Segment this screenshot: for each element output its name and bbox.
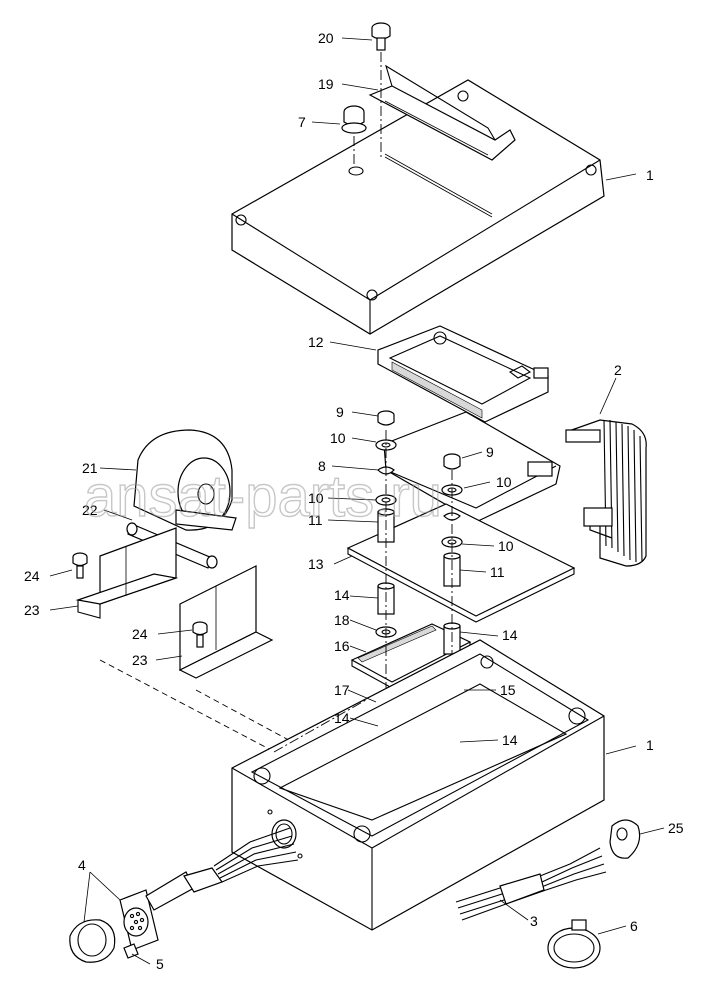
label-plate: [368, 64, 516, 161]
callout-3: 3: [530, 913, 538, 929]
button-7: [341, 105, 367, 134]
callout-2: 2: [614, 362, 622, 378]
leader-lines: [49, 37, 665, 965]
callout-10-d: 10: [498, 538, 514, 554]
callout-20: 20: [318, 30, 334, 46]
watermark: ansat-parts.ru: [84, 464, 442, 529]
screw-24-right: [192, 621, 208, 648]
upper-pcb: [383, 411, 561, 523]
callout-22: 22: [82, 502, 98, 518]
callout-14-d: 14: [502, 732, 518, 748]
callout-10-b: 10: [496, 474, 512, 490]
callout-15: 15: [500, 682, 516, 698]
callout-16: 16: [334, 638, 350, 654]
callout-12: 12: [308, 334, 324, 350]
callout-1-base: 1: [646, 737, 654, 753]
screw-20: [371, 22, 391, 51]
callout-11-left: 11: [308, 512, 323, 528]
clamp-6: [547, 919, 601, 969]
callout-23-right: 23: [132, 652, 148, 668]
callout-25: 25: [668, 820, 684, 836]
callout-14-a: 14: [334, 587, 350, 603]
callout-14-c: 14: [334, 710, 350, 726]
pcb-16: [350, 623, 472, 689]
base-housing: [231, 639, 605, 931]
callout-1-top: 1: [646, 167, 654, 183]
callout-14-b: 14: [502, 627, 518, 643]
callout-13: 13: [308, 556, 324, 572]
wire-harness: [183, 827, 299, 893]
harness-3: [455, 847, 607, 921]
callout-23-left: 23: [24, 602, 40, 618]
lower-pcb-13: [346, 503, 576, 623]
callout-19: 19: [318, 76, 334, 92]
callout-24-left: 24: [24, 568, 40, 584]
grommet-25: [609, 819, 641, 859]
callout-8: 8: [318, 458, 326, 474]
callout-9-left: 9: [336, 404, 344, 420]
callout-17: 17: [334, 682, 350, 698]
paper-roll-21: [133, 429, 237, 531]
callout-18: 18: [334, 612, 350, 628]
callout-6: 6: [630, 918, 638, 934]
ribbon-cable-2: [565, 419, 647, 567]
bracket-23-right: [178, 565, 274, 679]
callout-24-right: 24: [132, 626, 148, 642]
bracket-23-left: [75, 527, 179, 619]
callout-10-c: 10: [308, 490, 324, 506]
callout-10-a: 10: [330, 430, 346, 446]
connector-4: [69, 871, 195, 963]
callout-labels: 20 19 7 1 12 2 9 10 9 8 10 10 11 10 11 1…: [24, 30, 684, 972]
screw-24-left: [72, 552, 88, 579]
callout-9-right: 9: [486, 444, 494, 460]
callout-21: 21: [82, 460, 98, 476]
callout-4: 4: [78, 857, 86, 873]
callout-11-right: 11: [490, 564, 505, 580]
bracket-12: [377, 325, 549, 423]
callout-7: 7: [298, 114, 306, 130]
callout-5: 5: [156, 956, 164, 972]
